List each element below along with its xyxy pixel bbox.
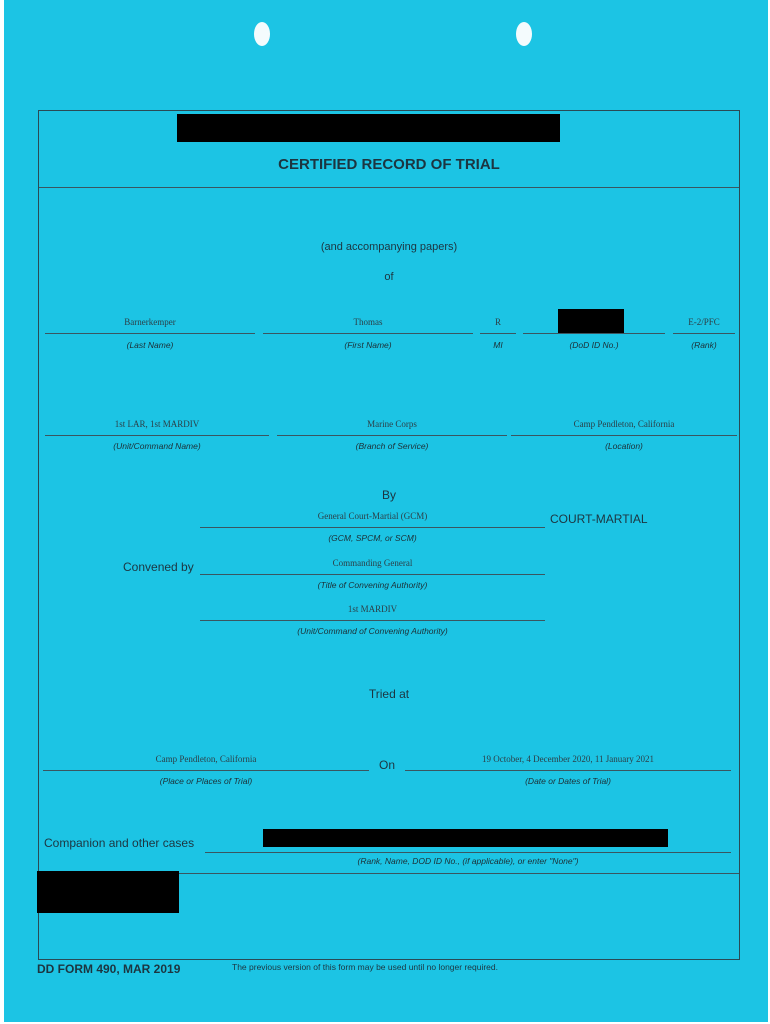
unit-value: 1st LAR, 1st MARDIV <box>114 419 200 429</box>
last-name-value: Barnerkemper <box>124 317 176 327</box>
rank-value: E-2/PFC <box>688 317 720 327</box>
dates-label: (Date or Dates of Trial) <box>525 776 611 786</box>
field-line <box>480 333 516 334</box>
punch-hole <box>254 22 270 46</box>
by-label: By <box>381 488 396 502</box>
field-line <box>200 574 545 575</box>
mi-label: MI <box>493 340 503 350</box>
dates-value: 19 October, 4 December 2020, 11 January … <box>481 754 654 764</box>
redaction-header <box>177 114 560 142</box>
form-frame: CERTIFIED RECORD OF TRIAL (and accompany… <box>37 110 740 960</box>
on-label: On <box>379 758 396 772</box>
place-label: (Place or Places of Trial) <box>159 776 253 786</box>
court-martial-label: COURT-MARTIAL <box>550 512 648 526</box>
place-value: Camp Pendleton, California <box>155 754 257 764</box>
field-line <box>45 333 255 334</box>
tried-at-label: Tried at <box>368 687 410 701</box>
subtitle: (and accompanying papers) <box>320 241 458 253</box>
punch-hole <box>516 22 532 46</box>
last-name-label: (Last Name) <box>126 340 174 350</box>
footer-note: The previous version of this form may be… <box>232 962 498 972</box>
branch-label: (Branch of Service) <box>355 441 429 451</box>
convened-by-label: Convened by <box>123 560 194 574</box>
companion-label: (Rank, Name, DOD ID No., (if applicable)… <box>357 856 579 866</box>
companion-cases-label: Companion and other cases <box>44 836 195 850</box>
form-title: CERTIFIED RECORD OF TRIAL <box>278 156 500 173</box>
document-page: CERTIFIED RECORD OF TRIAL (and accompany… <box>4 0 768 1022</box>
field-line <box>277 435 507 436</box>
court-type-label: (GCM, SPCM, or SCM) <box>328 533 417 543</box>
first-name-label: (First Name) <box>344 340 392 350</box>
field-line <box>673 333 735 334</box>
of-label: of <box>384 271 394 283</box>
field-line <box>200 620 545 621</box>
location-label: (Location) <box>605 441 643 451</box>
convening-unit-value: 1st MARDIV <box>347 604 398 614</box>
location-value: Camp Pendleton, California <box>573 419 675 429</box>
rank-label: (Rank) <box>691 340 717 350</box>
convening-title-label: (Title of Convening Authority) <box>317 580 428 590</box>
convening-title-value: Commanding General <box>332 558 413 568</box>
field-line <box>200 527 545 528</box>
field-line <box>511 435 737 436</box>
convening-unit-label: (Unit/Command of Convening Authority) <box>297 626 448 636</box>
form-number: DD FORM 490, MAR 2019 <box>37 962 181 976</box>
divider <box>39 873 739 874</box>
court-type-value: General Court-Martial (GCM) <box>317 511 428 521</box>
field-line <box>405 770 731 771</box>
redaction-dod-id <box>558 309 624 334</box>
dod-id-label: (DoD ID No.) <box>569 340 619 350</box>
unit-label: (Unit/Command Name) <box>113 441 201 451</box>
redaction-block <box>37 871 179 913</box>
redaction-companion <box>263 829 668 847</box>
mi-value: R <box>494 317 501 327</box>
field-line <box>523 333 665 334</box>
first-name-value: Thomas <box>353 317 383 327</box>
field-line <box>205 852 731 853</box>
field-line <box>43 770 369 771</box>
branch-value: Marine Corps <box>367 419 417 429</box>
field-line <box>45 435 269 436</box>
divider <box>39 187 739 188</box>
field-line <box>263 333 473 334</box>
